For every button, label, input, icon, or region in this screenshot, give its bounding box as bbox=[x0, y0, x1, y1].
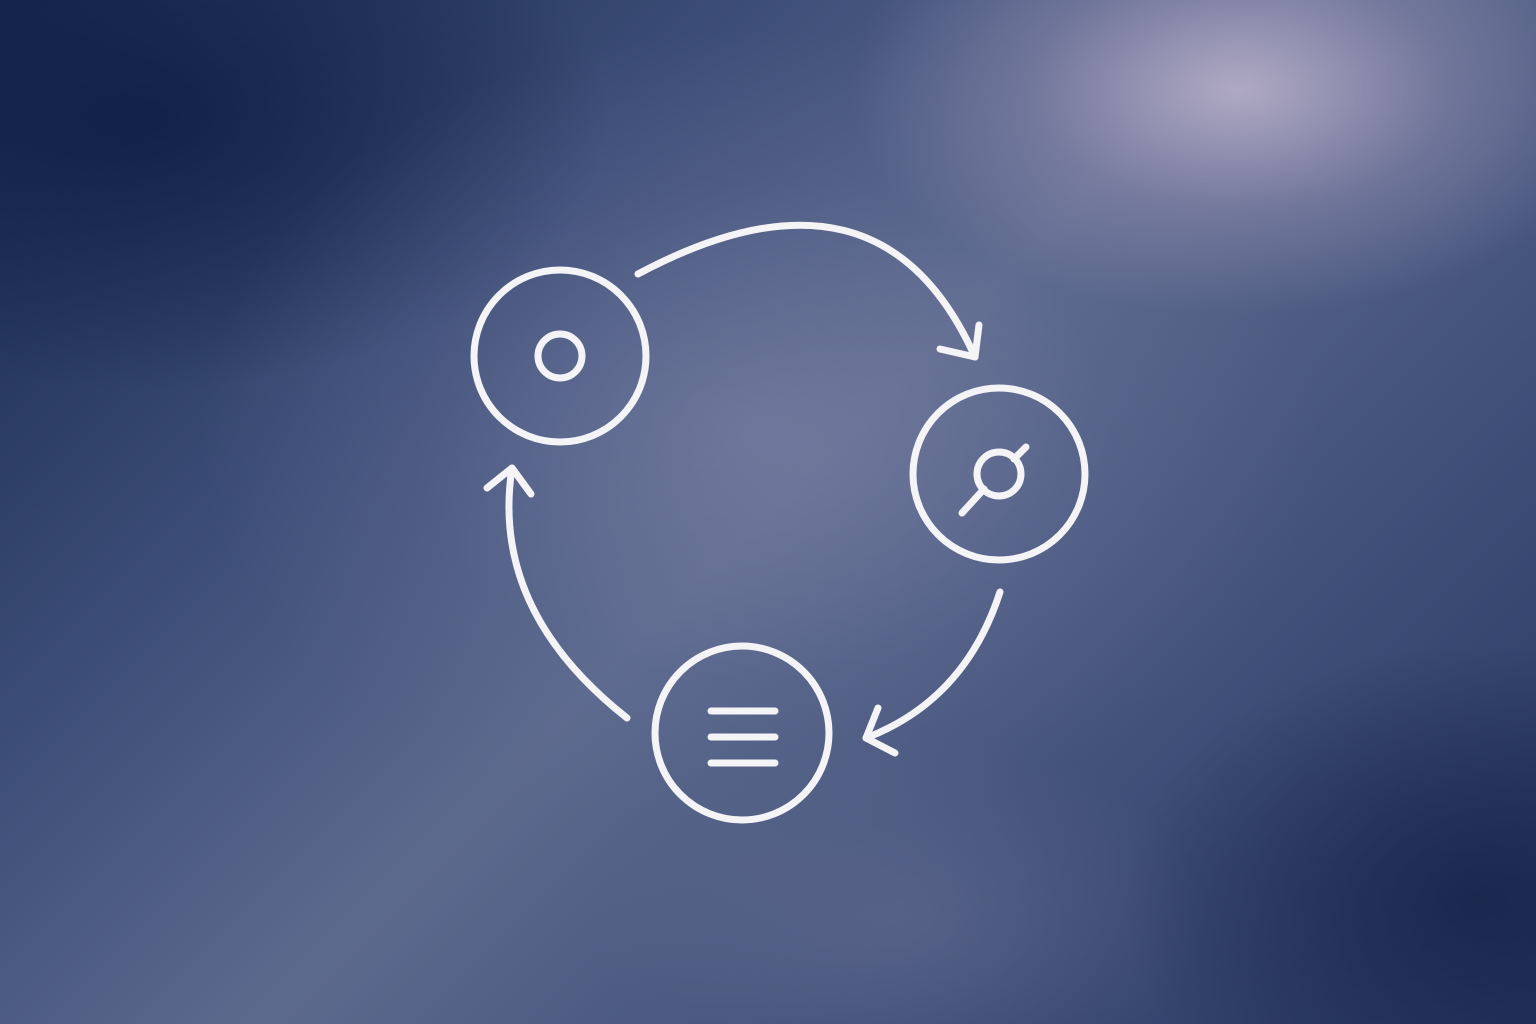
arrow-path bbox=[505, 464, 631, 722]
arrow-path bbox=[634, 221, 979, 361]
edge-node-2-to-node-3 bbox=[862, 588, 1004, 757]
node-2 bbox=[909, 384, 1089, 564]
edge-node-3-to-node-1 bbox=[483, 464, 631, 722]
arrow-path bbox=[862, 588, 1004, 742]
node-1 bbox=[470, 266, 650, 446]
edge-node-1-to-node-2 bbox=[634, 221, 983, 361]
menu-lines-icon bbox=[707, 707, 779, 767]
node-1-circle bbox=[470, 266, 650, 446]
crosshair-circle-icon bbox=[958, 443, 1030, 517]
circle-dot-icon bbox=[534, 330, 586, 382]
node-2-circle bbox=[909, 384, 1089, 564]
node-3 bbox=[651, 642, 833, 824]
node-3-circle bbox=[651, 642, 833, 824]
arrow-icon bbox=[483, 464, 535, 498]
arrow-icon bbox=[936, 321, 983, 361]
arrow-icon bbox=[862, 704, 899, 757]
